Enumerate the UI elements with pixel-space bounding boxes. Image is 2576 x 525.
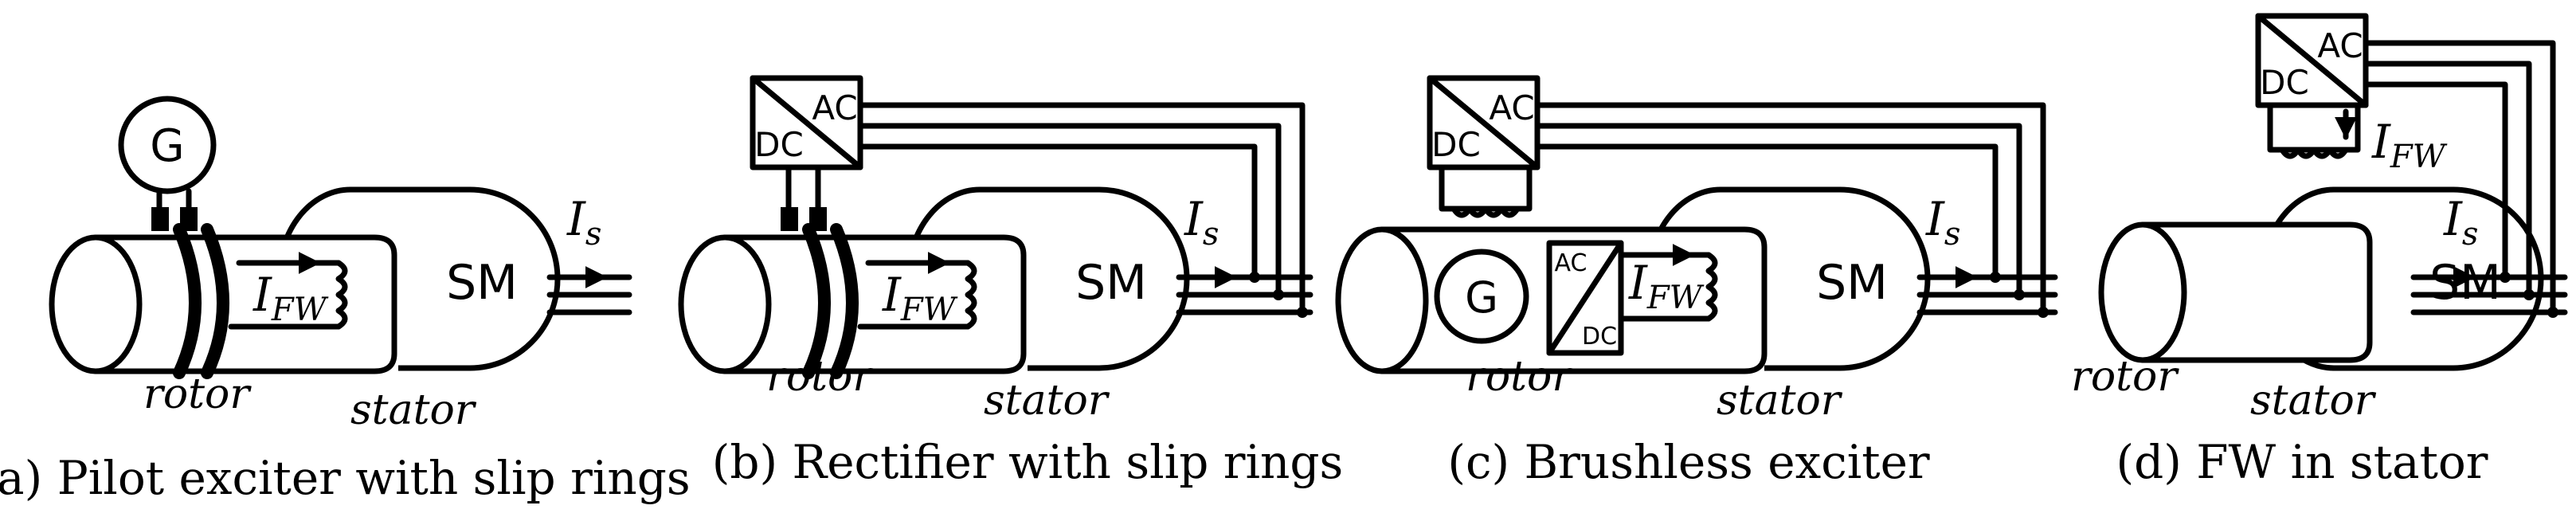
rotor-label: rotor [766, 353, 875, 401]
panel-c: SM G AC DC AC DC [1335, 75, 2058, 489]
svg-text:Is: Is [566, 192, 601, 253]
caption: (b) Rectifier with slip rings [712, 435, 1344, 489]
panel-a: SM G IFW Is rotor stator (a) Pilot excit… [0, 96, 691, 505]
field-current-label: FW [271, 292, 329, 328]
ac-dc-converter: AC DC [2255, 13, 2369, 108]
svg-text:AC: AC [812, 88, 857, 127]
stator-label: stator [2250, 377, 2377, 425]
svg-text:IFW: IFW [2371, 115, 2448, 175]
machine-label: SM [2429, 255, 2501, 311]
svg-text:DC: DC [754, 125, 804, 164]
exciter-winding [1439, 164, 1533, 212]
supply-lines [2363, 40, 2556, 315]
machine-label: SM [1075, 255, 1147, 311]
svg-text:Is: Is [1184, 192, 1219, 253]
stator-current-label: s [585, 216, 602, 253]
rotor [2098, 221, 2382, 363]
caption: (c) Brushless exciter [1447, 435, 1930, 489]
svg-text:DC: DC [1582, 323, 1617, 351]
panel-d: SM AC DC IFW Is rotor stator (d) FW in s… [2071, 13, 2568, 489]
caption: (d) FW in stator [2116, 435, 2488, 489]
field-current-label: FW [900, 292, 958, 328]
svg-text:IFW: IFW [253, 268, 329, 328]
output-lines [1916, 274, 2058, 315]
rotor-label: rotor [1466, 353, 1574, 401]
generator: G [1434, 249, 1529, 344]
brush [151, 207, 169, 231]
svg-text:DC: DC [1431, 125, 1481, 164]
brush [781, 207, 798, 231]
supply-lines [857, 102, 1306, 315]
svg-text:AC: AC [2317, 26, 2363, 65]
stator-label: stator [1717, 377, 1843, 425]
stator-label: stator [350, 386, 477, 434]
panel-b: SM AC DC IFW Is rotor stator [678, 75, 1344, 489]
field-current-label: FW [1646, 280, 1705, 316]
stator-current-label: s [1203, 216, 1219, 253]
svg-text:Is: Is [2443, 192, 2478, 253]
svg-text:AC: AC [1489, 88, 1534, 127]
svg-text:G: G [150, 120, 184, 172]
svg-text:Is: Is [1925, 192, 1960, 253]
rotor: G AC DC [1335, 226, 1768, 374]
brush [180, 207, 198, 231]
field-current-label: FW [2390, 139, 2448, 175]
rotor [49, 223, 398, 379]
stator-current-label: s [1944, 216, 1961, 253]
rotor-label: rotor [2071, 353, 2179, 401]
rotor-label: rotor [143, 370, 252, 418]
svg-text:IFW: IFW [882, 268, 958, 328]
ac-dc-converter: AC DC [1427, 75, 1541, 170]
brush [809, 207, 827, 231]
output-lines [1176, 274, 1313, 315]
svg-text:AC: AC [1555, 249, 1587, 277]
svg-text:G: G [1465, 272, 1498, 323]
svg-text:IFW: IFW [1628, 256, 1705, 316]
svg-text:DC: DC [2260, 63, 2309, 102]
ac-dc-converter: AC DC [750, 75, 863, 170]
rotor-converter: AC DC [1546, 240, 1624, 356]
stator-label: stator [984, 377, 1110, 425]
generator: G [118, 96, 217, 194]
machine-label: SM [1816, 255, 1888, 311]
caption: (a) Pilot exciter with slip rings [0, 451, 691, 505]
stator-current-label: s [2462, 216, 2479, 253]
rotor [678, 223, 1028, 379]
machine-label: SM [446, 255, 518, 311]
supply-lines [1534, 102, 2046, 315]
output-lines [546, 274, 632, 315]
